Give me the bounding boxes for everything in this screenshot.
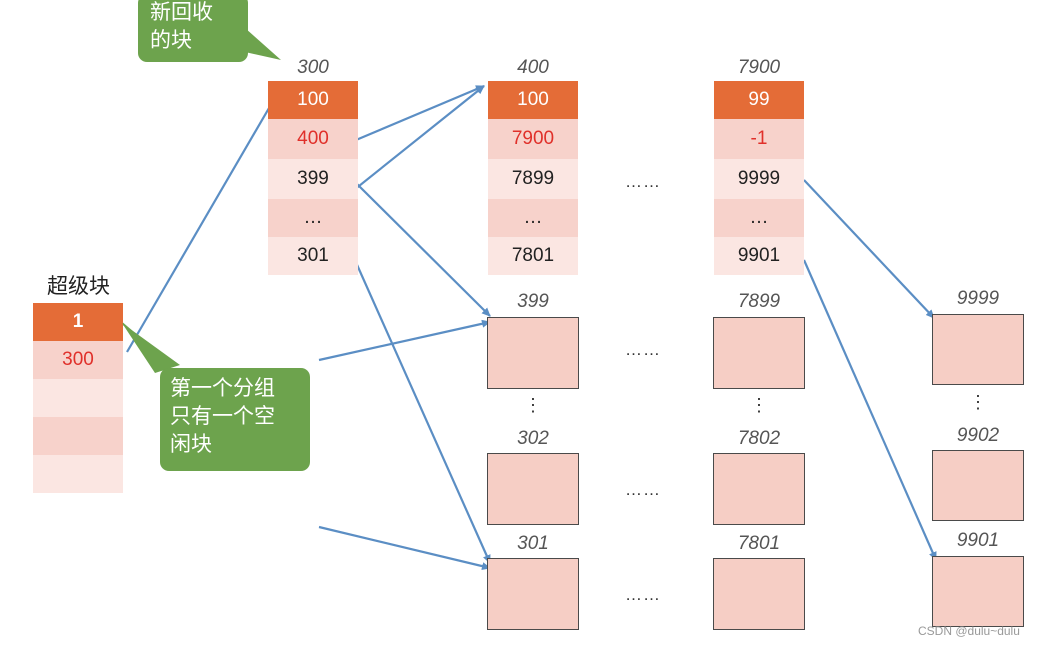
free-block-label: 301 xyxy=(517,533,549,554)
arrow-400-to-group-400 xyxy=(355,84,485,142)
free-block xyxy=(932,314,1024,385)
free-block-label: 9901 xyxy=(956,530,1000,551)
arrow-left-to-block-301 xyxy=(318,525,491,571)
super-block-cell xyxy=(33,417,123,455)
group-label: 300 xyxy=(297,57,329,78)
super-block-cell: 300 xyxy=(33,341,123,379)
super-block-cell: 1 xyxy=(33,303,123,341)
free-block-label: 7899 xyxy=(737,291,781,312)
group-label: 7900 xyxy=(737,57,781,78)
free-block xyxy=(932,450,1024,521)
super-block-cell xyxy=(33,455,123,493)
callout-first-group: 第一个分组 只有一个空 闲块 xyxy=(160,368,310,471)
group-cell: … xyxy=(268,199,358,237)
group-cell: 399 xyxy=(268,159,358,199)
group-cell: 7801 xyxy=(488,237,578,275)
ellipsis: …… xyxy=(625,172,661,191)
super-block-cell xyxy=(33,379,123,417)
group-cell-next: 400 xyxy=(268,119,358,159)
free-block xyxy=(713,317,805,389)
group-cell-count: 100 xyxy=(268,81,358,119)
callout-first-group-tail xyxy=(122,323,180,373)
ellipsis: …… xyxy=(625,585,661,604)
free-block-label: 7802 xyxy=(737,428,781,449)
free-block-label: 399 xyxy=(517,291,549,312)
group-cell-next: 7900 xyxy=(488,119,578,159)
group-block-400: 100 7900 7899 … 7801 xyxy=(488,81,578,275)
group-cell-count: 100 xyxy=(488,81,578,119)
arrow-399-to-block-399 xyxy=(355,182,491,317)
free-block xyxy=(487,453,579,525)
group-cell: 7899 xyxy=(488,159,578,199)
arrow-301-to-block-301 xyxy=(352,257,492,564)
free-block xyxy=(487,317,579,389)
arrow-superblock-to-300 xyxy=(126,83,284,353)
ellipsis: …… xyxy=(625,340,661,359)
vertical-ellipsis: ⋮ xyxy=(524,395,542,415)
super-block-title: 超级块 xyxy=(47,274,110,298)
vertical-ellipsis: ⋮ xyxy=(750,395,768,415)
group-cell: 9999 xyxy=(714,159,804,199)
free-block xyxy=(713,558,805,630)
group-block-300: 100 400 399 … 301 xyxy=(268,81,358,275)
group-cell: 301 xyxy=(268,237,358,275)
group-cell: 9901 xyxy=(714,237,804,275)
vertical-ellipsis: ⋮ xyxy=(969,392,987,412)
free-block-label: 9902 xyxy=(956,425,1000,446)
super-block: 1 300 xyxy=(33,303,123,493)
watermark: CSDN @dulu~dulu xyxy=(918,624,1020,638)
group-cell-count: 99 xyxy=(714,81,804,119)
group-cell-next: -1 xyxy=(714,119,804,159)
free-block-label: 7801 xyxy=(737,533,781,554)
group-cell: … xyxy=(714,199,804,237)
group-cell: … xyxy=(488,199,578,237)
free-block xyxy=(713,453,805,525)
free-block xyxy=(487,558,579,630)
callout-new-recycled: 新回收 的块 xyxy=(138,0,248,62)
free-block xyxy=(932,556,1024,627)
arrow-9901-to-block-9901 xyxy=(802,259,938,561)
arrow-left-to-block-399 xyxy=(318,319,491,362)
ellipsis: …… xyxy=(625,480,661,499)
arrow-9999-to-block-9999 xyxy=(803,179,935,319)
group-label: 400 xyxy=(517,57,549,78)
free-block-label: 302 xyxy=(517,428,549,449)
group-block-7900: 99 -1 9999 … 9901 xyxy=(714,81,804,275)
free-block-label: 9999 xyxy=(956,288,1000,309)
